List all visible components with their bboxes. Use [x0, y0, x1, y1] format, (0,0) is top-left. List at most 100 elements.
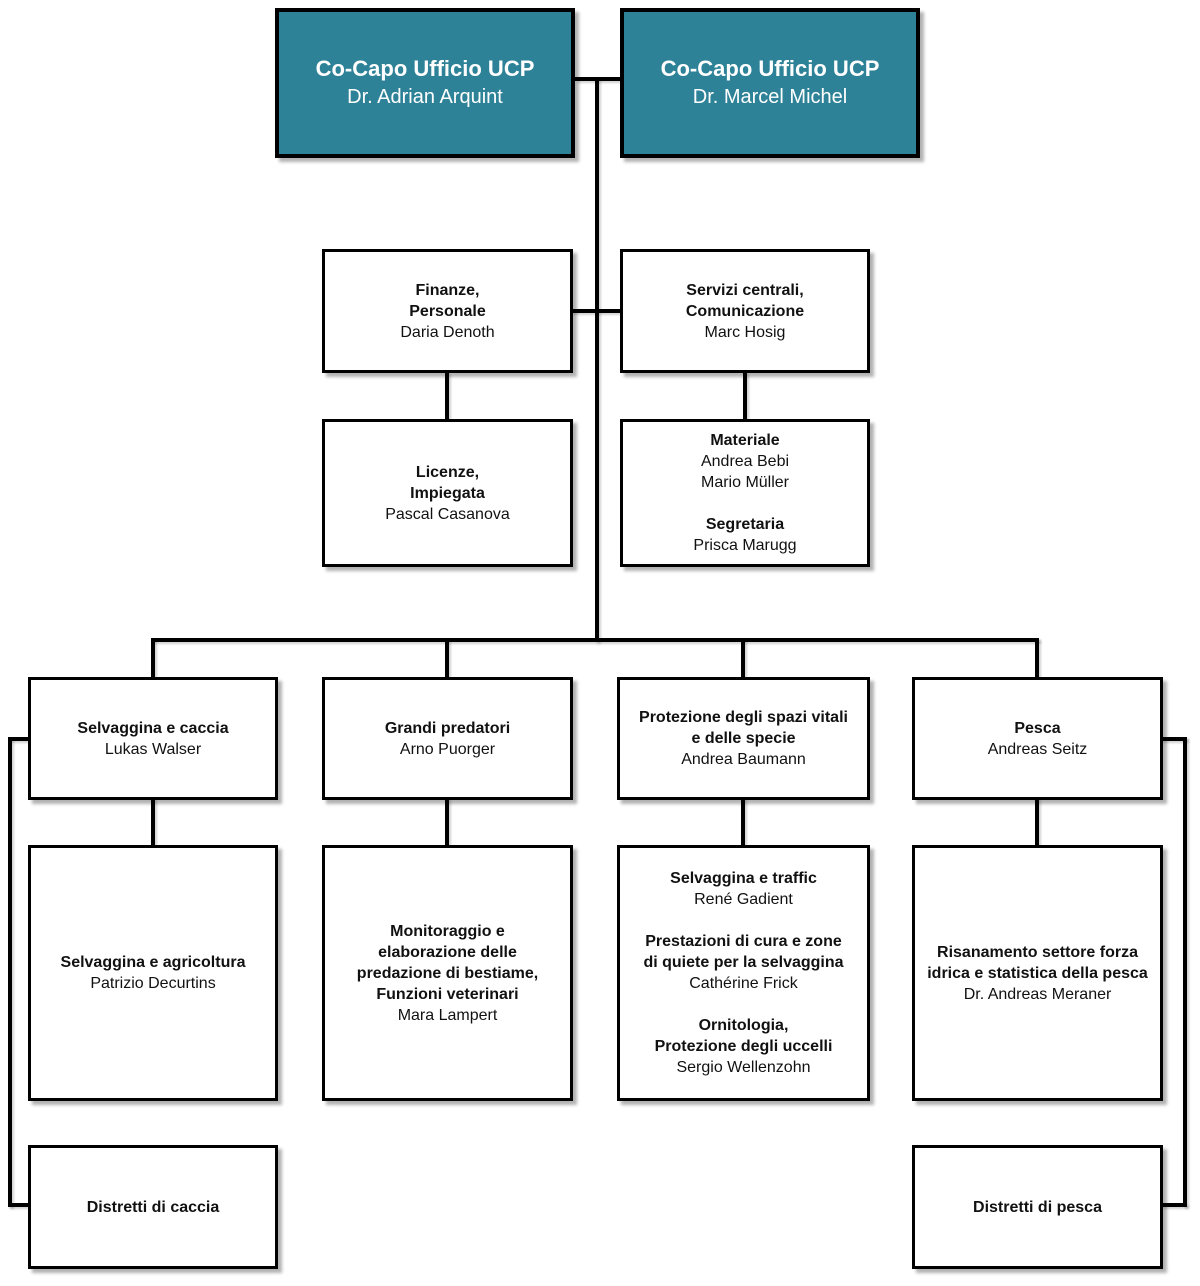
- connector-finanze-licenze: [445, 372, 449, 420]
- connector-branch-horizontal: [151, 638, 1039, 642]
- node-text: Distretti di pesca: [915, 1197, 1160, 1218]
- node-text-line: Selvaggina e agricoltura: [60, 954, 246, 971]
- org-node-distretti-di-pesca: Distretti di pesca: [912, 1145, 1163, 1269]
- node-text-line: Pascal Casanova: [385, 505, 510, 523]
- node-text-line: Personale: [409, 302, 486, 320]
- node-text-line: Patrizio Decurtins: [90, 975, 216, 992]
- node-text-line: Prestazioni di cura e zone: [645, 933, 842, 950]
- node-text-line: Protezione degli uccelli: [654, 1038, 833, 1055]
- connector-right-loop-vertical: [1183, 737, 1187, 1207]
- node-text-line: [622, 910, 865, 931]
- node-text-line: Grandi predatori: [384, 719, 511, 737]
- connector-drop-col3: [741, 638, 745, 678]
- org-node-risanamento-forza-idrica: Risanamento settore forza idrica e statis…: [912, 845, 1163, 1101]
- node-text-line: Cathérine Frick: [689, 975, 798, 992]
- connector-left-loop-bottom: [8, 1203, 30, 1207]
- org-node-co-capo-1: Co-Capo Ufficio UCP Dr. Adrian Arquint: [275, 8, 575, 158]
- node-text-line: Andrea Bebi: [700, 453, 790, 470]
- node-text-line: Lukas Walser: [104, 740, 202, 758]
- org-node-distretti-di-caccia: Distretti di caccia: [28, 1145, 278, 1269]
- node-text-line: Funzioni veterinari: [376, 985, 519, 1003]
- node-text-line: Daria Denoth: [400, 323, 495, 341]
- node-text: Protezione degli spazi vitali e delle spe…: [620, 707, 867, 770]
- node-text-line: [622, 994, 865, 1015]
- node-text-line: Arno Puorger: [399, 740, 496, 758]
- node-text-line: Co-Capo Ufficio UCP: [660, 56, 880, 81]
- connector-drop-col1: [151, 638, 155, 678]
- connector-row4-row5-col4: [1035, 798, 1039, 846]
- node-text-line: Servizi centrali,: [686, 281, 804, 299]
- node-text-line: Mara Lampert: [397, 1006, 498, 1024]
- node-text-line: Materiale: [710, 432, 780, 449]
- node-text-line: Co-Capo Ufficio UCP: [315, 56, 535, 81]
- org-node-co-capo-2: Co-Capo Ufficio UCP Dr. Marcel Michel: [620, 8, 920, 158]
- connector-servizi-materiale: [743, 372, 747, 420]
- node-text-line: Impiegata: [410, 484, 485, 502]
- node-text-line: Segretaria: [705, 516, 785, 533]
- node-text-line: Monitoraggio e: [390, 922, 505, 940]
- connector-right-loop-top: [1161, 737, 1187, 741]
- node-text-line: Andrea Baumann: [681, 751, 806, 768]
- node-text-line: Protezione degli spazi vitali: [639, 709, 848, 726]
- connector-right-loop-bottom: [1161, 1203, 1187, 1207]
- node-text-line: di quiete per la selvaggina: [643, 954, 844, 971]
- node-text-line: [625, 493, 865, 514]
- node-text-line: Dr. Andreas Meraner: [963, 985, 1112, 1003]
- node-text: Co-Capo Ufficio UCP Dr. Marcel Michel: [624, 55, 916, 111]
- node-text-line: Andreas Seitz: [987, 740, 1088, 758]
- node-text-line: Comunicazione: [685, 302, 805, 320]
- connector-left-loop-top: [8, 737, 30, 741]
- connector-row2-horizontal: [571, 309, 620, 313]
- node-text-line: Mario Müller: [700, 474, 789, 491]
- node-text-line: Selvaggina e traffic: [670, 870, 817, 887]
- org-node-protezione-spazi-vitali: Protezione degli spazi vitali e delle spe…: [617, 677, 870, 800]
- node-text-line: Dr. Adrian Arquint: [347, 86, 503, 108]
- org-node-monitoraggio-predazione: Monitoraggio e elaborazione delle predazio…: [322, 845, 573, 1101]
- node-text-line: Dr. Marcel Michel: [692, 86, 848, 108]
- node-text-line: e delle specie: [691, 730, 796, 747]
- node-text: Co-Capo Ufficio UCP Dr. Adrian Arquint: [279, 55, 571, 111]
- node-text: Risanamento settore forza idrica e statis…: [915, 942, 1160, 1005]
- node-text-line: Licenze,: [415, 463, 480, 481]
- node-text-line: elaborazione delle: [378, 943, 517, 961]
- node-text-line: René Gadient: [694, 891, 793, 908]
- node-text-line: Finanze,: [415, 281, 480, 299]
- node-text-line: idrica e statistica della pesca: [927, 964, 1148, 982]
- connector-drop-col4: [1035, 638, 1039, 678]
- node-text-line: Risanamento settore forza: [937, 943, 1138, 961]
- node-text-line: Selvaggina e caccia: [77, 719, 229, 737]
- connector-row4-row5-col2: [445, 798, 449, 846]
- connector-left-loop-vertical: [8, 737, 12, 1207]
- node-text-line: Sergio Wellenzohn: [676, 1059, 811, 1076]
- connector-drop-col2: [445, 638, 449, 678]
- node-text-line: Marc Hosig: [704, 323, 786, 341]
- connector-row4-row5-col1: [151, 798, 155, 846]
- node-text-line: predazione di bestiame,: [356, 964, 539, 982]
- connector-main-vertical: [595, 77, 599, 642]
- node-text-line: Distretti di pesca: [973, 1198, 1102, 1216]
- node-text-line: Ornitologia,: [698, 1017, 789, 1034]
- node-text-line: Distretti di caccia: [86, 1198, 220, 1216]
- connector-row4-row5-col3: [741, 798, 745, 846]
- node-text: Distretti di caccia: [31, 1197, 275, 1218]
- node-text-line: Pesca: [1014, 719, 1061, 737]
- node-text-line: Prisca Marugg: [693, 537, 797, 554]
